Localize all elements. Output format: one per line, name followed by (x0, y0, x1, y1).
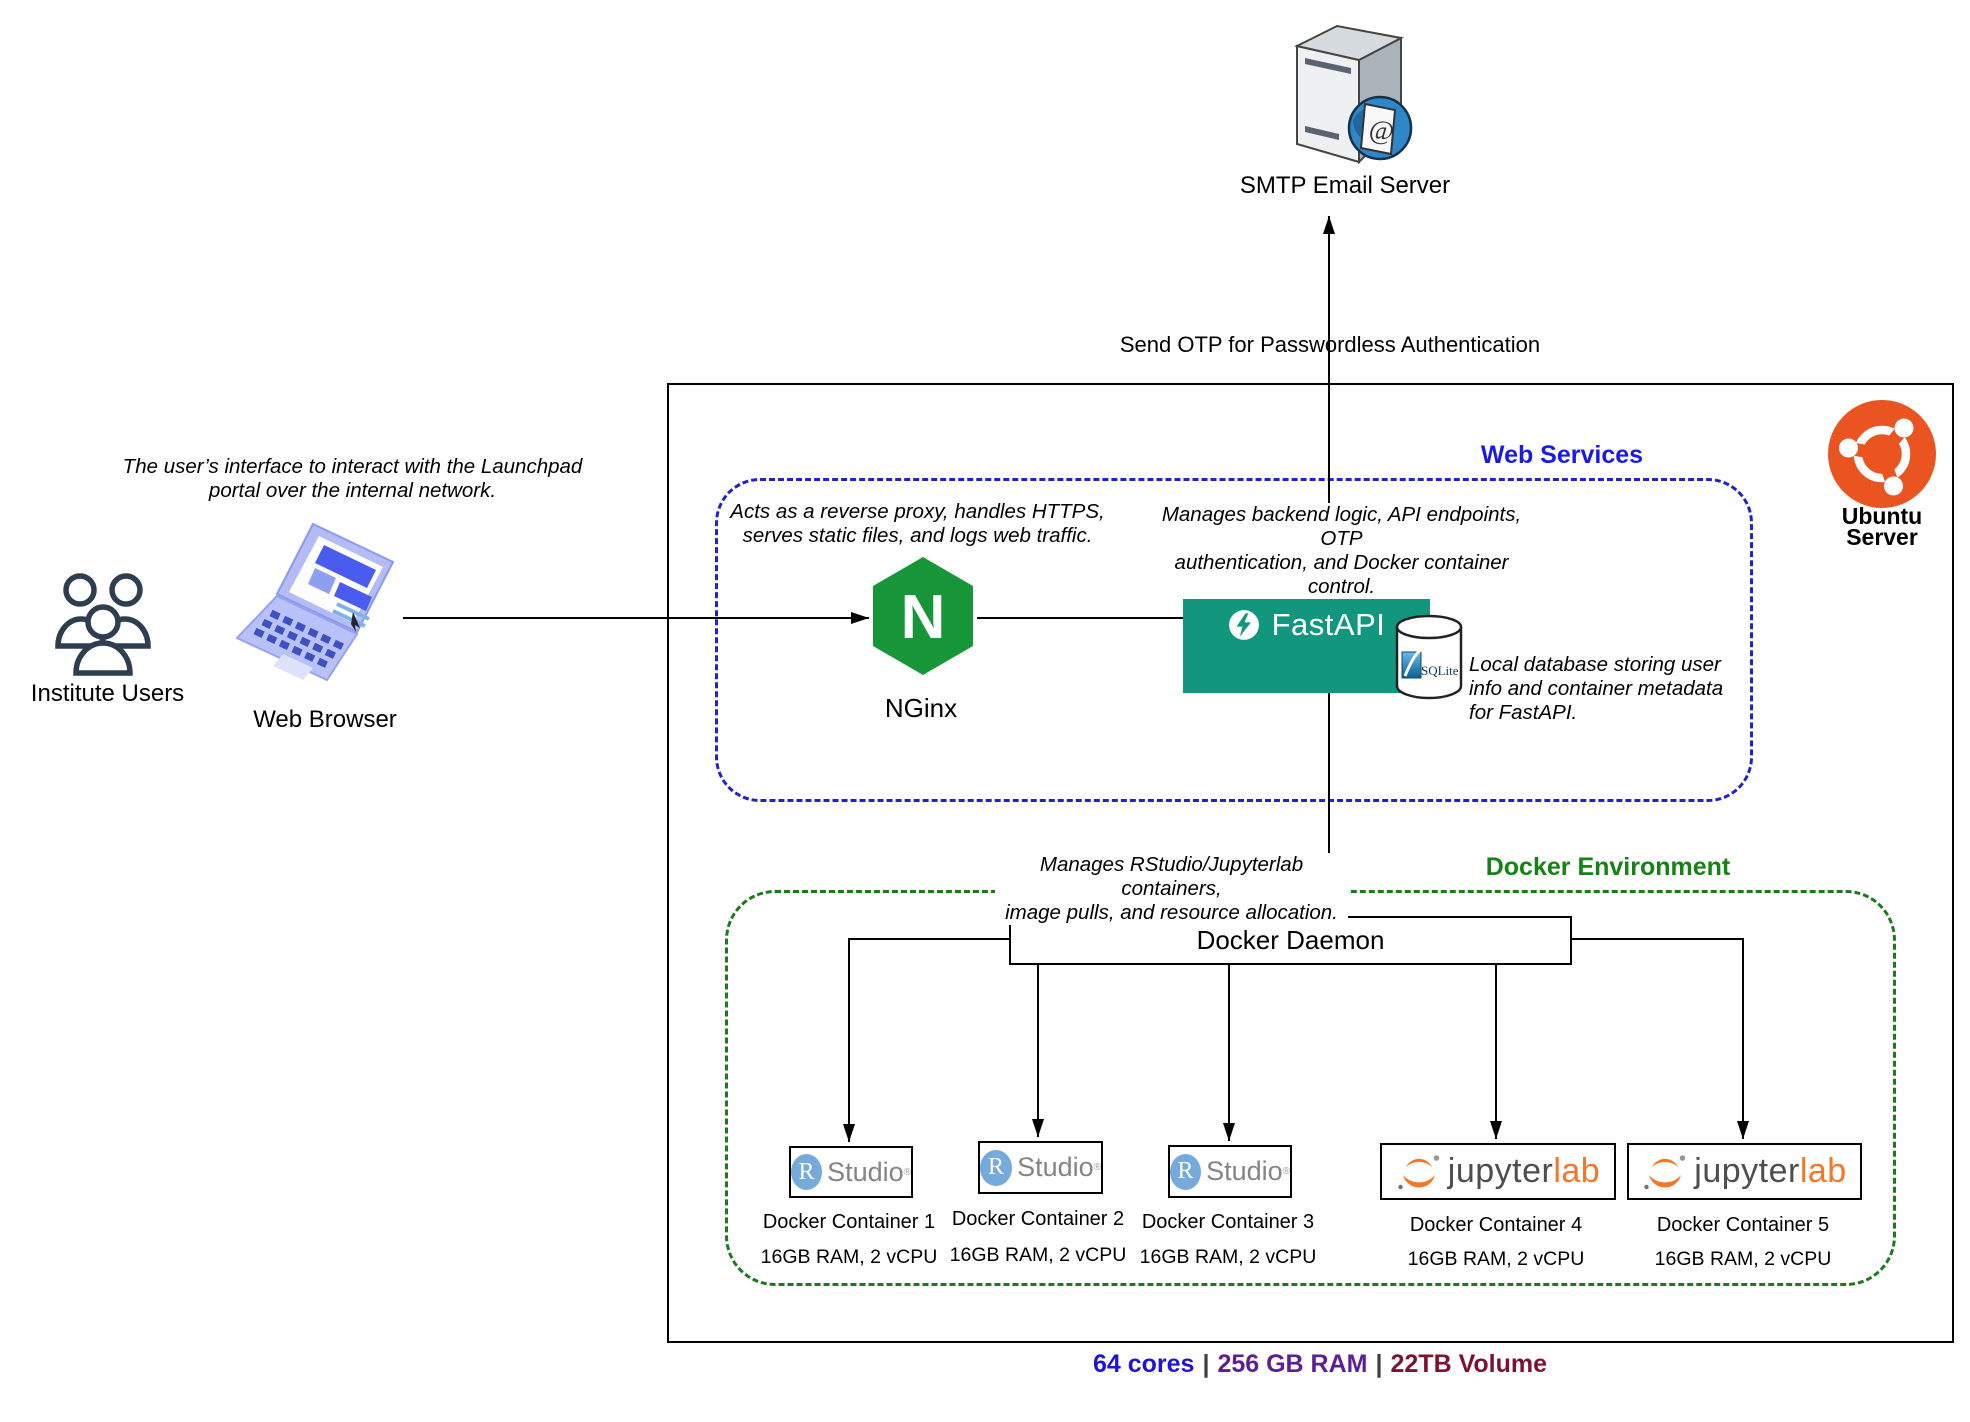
fastapi-bolt-icon (1228, 610, 1259, 640)
smtp-server-label: SMTP Email Server (1239, 172, 1451, 199)
sqlite-wordmark: SQLite (1421, 663, 1459, 678)
nginx-label: NGinx (884, 693, 958, 723)
ubuntu-server-label: Ubuntu Server (1841, 503, 1923, 550)
nginx-letter: N (901, 583, 946, 652)
rstudio-container-1: R Studio ® (789, 1146, 913, 1198)
web-browser-icon (235, 522, 395, 682)
rstudio-logo-icon: R (980, 1149, 1013, 1186)
docker-environment-title: Docker Environment (1485, 853, 1731, 881)
user-interface-note: The user’s interface to interact with th… (122, 455, 583, 502)
fastapi-note: Manages backend logic, API endpoints, OT… (1145, 503, 1538, 599)
web-services-title: Web Services (1480, 441, 1644, 469)
container-3-name: Docker Container 3 (1141, 1211, 1315, 1233)
ram-value: 256 GB RAM (1217, 1350, 1368, 1378)
web-browser-label: Web Browser (253, 706, 397, 733)
jupyterlab-container-4: jupyterlab (1380, 1143, 1616, 1200)
sqlite-icon: SQLite (1395, 614, 1463, 700)
sqlite-note: Local database storing user info and con… (1469, 653, 1724, 724)
smtp-server-icon: @ (1294, 24, 1413, 165)
web-services-boundary (715, 478, 1753, 802)
container-1-name: Docker Container 1 (762, 1211, 936, 1233)
container-2-name: Docker Container 2 (951, 1208, 1125, 1230)
container-5-name: Docker Container 5 (1656, 1214, 1830, 1236)
institute-users-label: Institute Users (30, 680, 185, 707)
jupyter-logo-icon (1644, 1154, 1686, 1189)
docker-daemon-note: Manages RStudio/Jupyterlab containers, i… (995, 853, 1348, 925)
rstudio-container-3: R Studio ® (1168, 1145, 1292, 1198)
cursor-icon (351, 612, 360, 632)
container-4-name: Docker Container 4 (1409, 1214, 1583, 1236)
fastapi-label: FastAPI (1271, 607, 1386, 642)
nginx-note: Acts as a reverse proxy, handles HTTPS, … (730, 500, 1105, 547)
nginx-logo: N (873, 557, 973, 675)
rstudio-container-2: R Studio ® (978, 1141, 1103, 1194)
container-2-specs: 16GB RAM, 2 vCPU (949, 1244, 1127, 1266)
rstudio-logo-icon: R (791, 1154, 823, 1190)
ubuntu-server-boundary (667, 383, 1954, 1343)
docker-daemon-label: Docker Daemon (1196, 925, 1385, 955)
institute-users-icon (55, 573, 151, 676)
rstudio-logo-icon: R (1170, 1153, 1202, 1190)
jupyter-logo-icon (1398, 1154, 1440, 1189)
container-3-specs: 16GB RAM, 2 vCPU (1139, 1246, 1317, 1268)
at-glyph: @ (1368, 114, 1395, 146)
otp-flow-label: Send OTP for Passwordless Authentication (1119, 332, 1541, 357)
container-4-specs: 16GB RAM, 2 vCPU (1407, 1248, 1585, 1270)
jupyterlab-container-5: jupyterlab (1627, 1143, 1862, 1200)
container-5-specs: 16GB RAM, 2 vCPU (1654, 1248, 1832, 1270)
cores-value: 64 cores (1092, 1350, 1195, 1378)
email-page-icon (1359, 102, 1397, 156)
volume-value: 22TB Volume (1390, 1350, 1548, 1378)
container-1-specs: 16GB RAM, 2 vCPU (760, 1246, 938, 1268)
server-specs-footer: 64 cores|256 GB RAM|22TB Volume (1092, 1350, 1548, 1378)
ubuntu-logo (1828, 400, 1936, 508)
